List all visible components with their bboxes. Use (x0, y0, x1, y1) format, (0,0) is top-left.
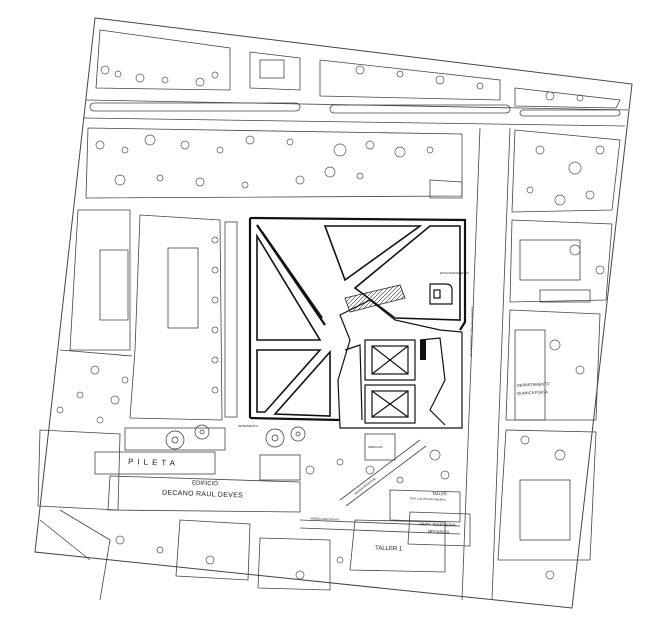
monument-label: MONUMENTO (238, 424, 258, 428)
pergola-label: PERGOLA (368, 445, 383, 449)
building-complex (337, 299, 463, 429)
dark-strip (420, 340, 426, 360)
parking-icon (429, 283, 453, 305)
workshop-label: TALLER (431, 490, 447, 497)
central-plaza (248, 216, 467, 422)
workshop-1-label: TALLER 1 (374, 545, 403, 553)
main-building (107, 475, 301, 513)
building-label: EDIFICIO (191, 480, 219, 488)
mechanics-label: MECANICA (427, 528, 450, 535)
palm-group (165, 424, 306, 450)
tree-group (56, 65, 605, 580)
west-building (69, 209, 131, 351)
pool-label: PILETA (127, 457, 180, 468)
avenue-edge-east (491, 127, 511, 601)
avenue-edge-west (461, 127, 481, 601)
map-boundary (34, 17, 633, 609)
pool-building (94, 451, 216, 475)
parking-label: ESTACIONAMIENTO (440, 271, 469, 275)
